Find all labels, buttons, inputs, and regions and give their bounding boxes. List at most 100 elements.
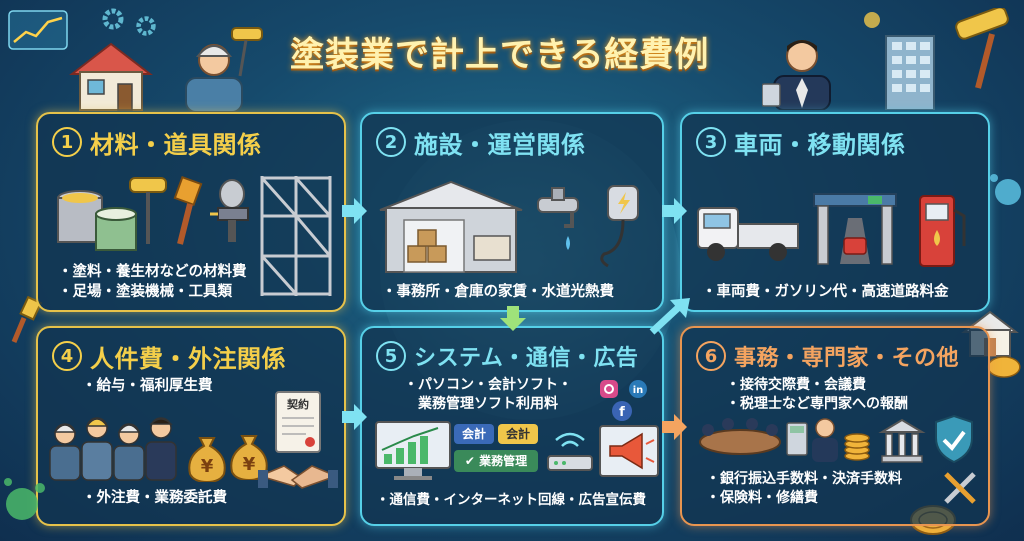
- list-item: ・外注費・業務委託費: [82, 490, 227, 506]
- list-item: ・通信費・インターネット回線・広告宣伝費: [376, 492, 646, 508]
- panel-items: ・事務所・倉庫の家賃・水道光熱費: [382, 282, 614, 302]
- panel-items: ・車両費・ガソリン代・高速道路料金: [702, 282, 949, 302]
- paint-splash-icon: [4, 478, 45, 520]
- panel-items: ・通信費・インターネット回線・広告宣伝費: [376, 490, 646, 510]
- list-item: ・パソコン・会計ソフト・: [404, 377, 572, 393]
- yen-symbol: ¥: [243, 454, 256, 475]
- panel-header: 3 車両・移動関係: [696, 122, 906, 162]
- yen-symbol: ¥: [201, 456, 214, 477]
- panel-items: ・銀行振込手数料・決済手数料 ・保険料・修繕費: [706, 470, 902, 508]
- check-icon: ✔: [464, 454, 475, 468]
- panel-title: 車両・移動関係: [734, 130, 906, 159]
- list-item: ・給与・福利厚生費: [82, 378, 213, 394]
- panel-number: 5: [376, 341, 406, 371]
- calculator-icon: [786, 422, 808, 456]
- panel-office-professional-other: 6 事務・専門家・その他 ・接待交際費・会議費 ・税理士など専門家への報酬: [680, 326, 990, 526]
- business-management-badge: ✔ 業務管理: [454, 450, 538, 472]
- scaffold-icon: [260, 176, 332, 296]
- arrow-right-icon: [342, 198, 367, 224]
- arrow-right-icon: [662, 414, 687, 440]
- faucet-icon: [537, 187, 579, 250]
- panel-header: 5 システム・通信・広告: [376, 336, 638, 376]
- panel-items: ・給与・福利厚生費: [82, 376, 213, 396]
- coins-icon: [987, 356, 1021, 378]
- router-icon: [547, 432, 593, 471]
- panel-system-communication-ads: 5 システム・通信・広告 ・パソコン・会計ソフト・ 業務管理ソフト利用料 in …: [360, 326, 664, 526]
- list-item: 業務管理ソフト利用料: [418, 396, 558, 412]
- panel-number: 4: [52, 341, 82, 371]
- panel-personnel-outsourcing: 4 人件費・外注関係 ・給与・福利厚生費 ¥ ¥ 契約: [36, 326, 346, 526]
- toll-gate-icon: [813, 193, 897, 265]
- panel-header: 2 施設・運営関係: [376, 122, 586, 162]
- panel-vehicle-travel: 3 車両・移動関係 ・車両費・ガソリン代・高速道路料金: [680, 112, 990, 312]
- panel-title: 施設・運営関係: [414, 130, 586, 159]
- panel-items: ・接待交際費・会議費 ・税理士など専門家への報酬: [726, 376, 908, 414]
- panel-title: システム・通信・広告: [414, 346, 639, 371]
- list-item: ・接待交際費・会議費: [726, 377, 866, 393]
- spray-gun-icon: [210, 179, 249, 242]
- arrow-right-icon: [342, 404, 367, 430]
- panel-number: 1: [52, 127, 82, 157]
- panel-title: 材料・道具関係: [90, 130, 262, 159]
- tools-icon: [944, 472, 976, 504]
- meeting-table-icon: [699, 418, 781, 455]
- monitor-chart-icon: [375, 421, 451, 480]
- facebook-label: f: [619, 405, 625, 420]
- handshake-icon: [258, 465, 338, 489]
- list-item: ・銀行振込手数料・決済手数料: [706, 471, 902, 487]
- gear-icon: [136, 16, 156, 36]
- business-management-label: 業務管理: [479, 454, 528, 468]
- bank-icon: [878, 418, 926, 463]
- coins-icon: [844, 433, 870, 461]
- panel-materials-tools: 1 材料・道具関係: [36, 112, 346, 312]
- list-item: ・塗料・養生材などの材料費: [58, 264, 247, 280]
- panel-title: 事務・専門家・その他: [734, 346, 960, 371]
- house-icon: [69, 42, 153, 111]
- businessman-icon: [762, 40, 831, 110]
- truck-icon: [697, 207, 799, 261]
- list-item: ・事務所・倉庫の家賃・水道光熱費: [382, 284, 614, 300]
- gear-icon: [102, 8, 124, 30]
- panel-facility-operation: 2 施設・運営関係 ・事務所・倉庫の家賃・水道光熱費: [360, 112, 664, 312]
- paint-roller-icon: [129, 177, 167, 244]
- panel-number: 2: [376, 127, 406, 157]
- paint-splash-icon: [990, 174, 1021, 205]
- accounting-badge: 会計: [454, 424, 494, 444]
- businessman-icon: [812, 418, 838, 462]
- list-item: ・車両費・ガソリン代・高速道路料金: [702, 284, 949, 300]
- warehouse-icon: [379, 180, 523, 273]
- panel-header: 6 事務・専門家・その他: [696, 336, 959, 376]
- arrow-right-icon: [662, 198, 687, 224]
- page-title: 塗装業で計上できる経費例: [290, 35, 710, 75]
- panel-header: 4 人件費・外注関係: [52, 336, 286, 376]
- plug-icon: [600, 185, 639, 268]
- list-item: ・足場・塗装機械・工具類: [58, 284, 232, 300]
- shield-check-icon: [935, 414, 973, 464]
- arrow-down-icon: [500, 306, 526, 331]
- panel-number: 6: [696, 341, 726, 371]
- list-item: ・税理士など専門家への報酬: [726, 396, 908, 412]
- arrow-diagonal-icon: [649, 298, 690, 335]
- contract-icon: 契約: [275, 391, 321, 453]
- accounting-badge: 会計: [498, 424, 538, 444]
- paint-brush-icon: [11, 296, 43, 343]
- building-icon: [885, 35, 935, 110]
- paint-splash-icon: [864, 12, 880, 28]
- megaphone-icon: [599, 425, 659, 477]
- painter-icon: [185, 27, 263, 112]
- social-icons: in f: [600, 380, 647, 421]
- worker-group-icon: [49, 417, 177, 481]
- contract-label: 契約: [286, 397, 309, 411]
- list-item: ・保険料・修繕費: [706, 490, 818, 506]
- panel-number: 3: [696, 127, 726, 157]
- panel-items: ・パソコン・会計ソフト・ 業務管理ソフト利用料: [404, 376, 572, 414]
- linkedin-label: in: [633, 385, 644, 396]
- paint-brush-icon: [173, 176, 203, 245]
- gas-pump-icon: [919, 195, 966, 267]
- panel-items: ・外注費・業務委託費: [82, 488, 227, 508]
- panel-header: 1 材料・道具関係: [52, 122, 262, 162]
- paint-roller-icon: [955, 8, 1009, 89]
- panel-items: ・塗料・養生材などの材料費 ・足場・塗装機械・工具類: [58, 262, 247, 302]
- paint-can-icon: [57, 190, 137, 251]
